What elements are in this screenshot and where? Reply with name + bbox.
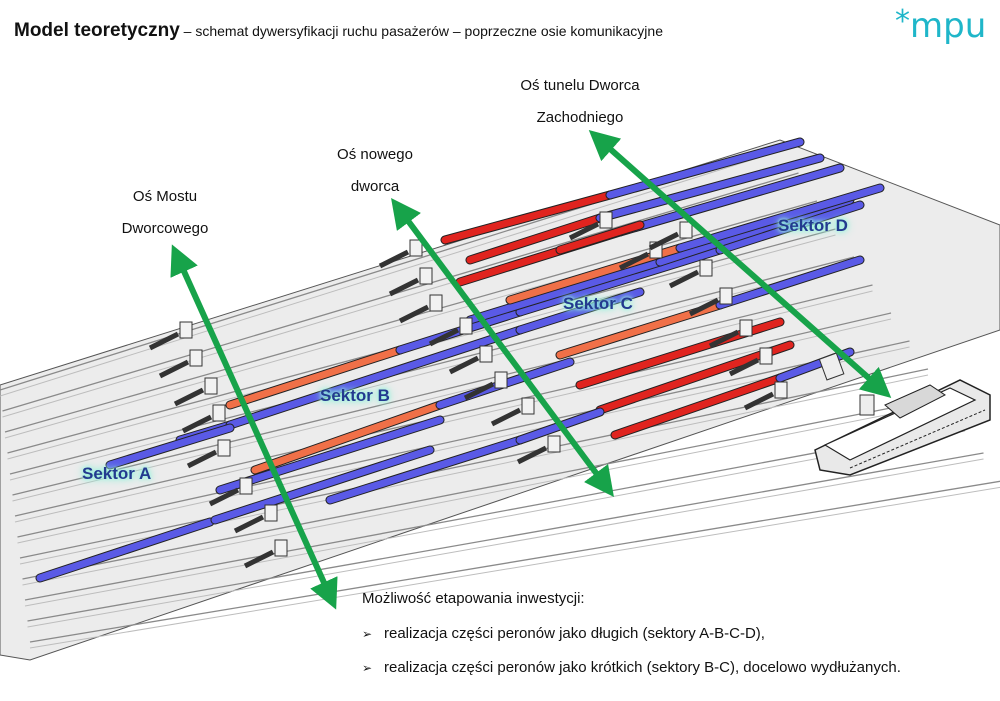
- bullet-arrow-icon: ➢: [362, 661, 373, 675]
- notes-item: ➢ realizacja części peronów jako krótkic…: [362, 659, 901, 676]
- notes-heading: Możliwość etapowania inwestycji:: [362, 590, 585, 607]
- axis-label-dworzec: Oś nowego dworca: [310, 139, 440, 203]
- stair-block: [494, 371, 508, 389]
- title-subtitle: – schemat dywersyfikacji ruchu pasażerów…: [179, 23, 663, 39]
- stair-block: [479, 345, 493, 363]
- stair-block: [739, 319, 753, 337]
- stair-block: [429, 294, 443, 312]
- stair-block: [774, 381, 788, 399]
- stair-block: [217, 439, 231, 457]
- stair-block: [679, 221, 693, 239]
- track-line: [29, 486, 1000, 649]
- stair-block: [521, 397, 535, 415]
- logo-text: mpu: [910, 6, 987, 46]
- stair-block: [274, 539, 288, 557]
- axis-label-most-line2: Dworcowego: [121, 220, 209, 237]
- bullet-arrow-icon: ➢: [362, 627, 373, 641]
- track-line: [29, 480, 1000, 643]
- stair-block: [547, 435, 561, 453]
- stair-block: [759, 347, 773, 365]
- axis-arrow-most: [170, 244, 338, 610]
- notes-item: ➢ realizacja części peronów jako długich…: [362, 625, 901, 642]
- stair-block: [179, 321, 193, 339]
- mpu-logo: *mpu: [895, 4, 987, 46]
- axis-arrow-dworzec: [391, 197, 614, 498]
- axis-label-tunel-line1: Oś tunelu Dworca: [520, 77, 640, 94]
- stair-block: [189, 349, 203, 367]
- title-bold: Model teoretyczny: [14, 20, 180, 41]
- stair-block: [239, 477, 253, 495]
- stair-block: [459, 317, 473, 335]
- stair-block: [699, 259, 713, 277]
- stair-block: [419, 267, 433, 285]
- axis-label-tunel: Oś tunelu Dworca Zachodniego: [500, 70, 660, 134]
- axis-label-most: Oś Mostu Dworcowego: [100, 181, 230, 245]
- axis-arrow-tunel: [588, 130, 892, 398]
- axis-label-most-line1: Oś Mostu: [132, 188, 198, 205]
- axis-label-tunel-line2: Zachodniego: [536, 109, 624, 126]
- logo-star: *: [895, 4, 910, 39]
- sector-label-b: Sektor B: [320, 386, 390, 405]
- notes-item-text: realizacja części peronów jako długich (…: [384, 625, 765, 642]
- sector-label-d: Sektor D: [778, 216, 848, 235]
- notes-item-text: realizacja części peronów jako krótkich …: [384, 659, 901, 676]
- stair-block: [599, 211, 613, 229]
- stair-block: [409, 239, 423, 257]
- stair-block: [212, 404, 226, 422]
- page-title: Model teoretyczny – schemat dywersyfikac…: [14, 20, 663, 42]
- investment-notes: Możliwość etapowania inwestycji: ➢ reali…: [362, 590, 901, 693]
- stair-block: [719, 287, 733, 305]
- axis-label-dworzec-line1: Oś nowego: [337, 146, 413, 163]
- axis-arrows: [170, 130, 892, 610]
- stair-block: [204, 377, 218, 395]
- sector-label-a: Sektor A: [82, 464, 152, 483]
- stair-block: [264, 504, 278, 522]
- sector-label-c: Sektor C: [563, 294, 633, 313]
- axis-label-dworzec-line2: dworca: [350, 178, 400, 195]
